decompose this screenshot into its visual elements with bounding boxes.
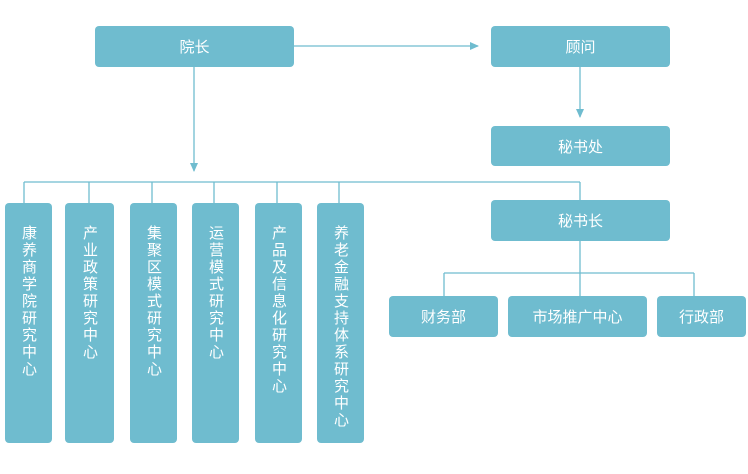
node-marketing-label: 市场推广中心	[532, 308, 623, 326]
research-center-4: 运营模式研究中心	[192, 203, 239, 443]
research-center-1-label: 康养商学院研究中心	[20, 225, 38, 378]
research-center-2-label: 产业政策研究中心	[81, 225, 99, 361]
node-advisor-label: 顾问	[565, 38, 596, 56]
research-center-5: 产品及信息化研究中心	[255, 203, 302, 443]
research-center-3-label: 集聚区模式研究中心	[145, 225, 163, 378]
research-center-6-label: 养老金融支持体系研究中心	[332, 225, 350, 429]
node-admin-label: 行政部	[678, 308, 724, 326]
node-admin: 行政部	[657, 296, 746, 337]
node-advisor: 顾问	[491, 26, 670, 67]
node-president: 院长	[95, 26, 294, 67]
node-secretary-general: 秘书长	[491, 200, 670, 241]
node-president-label: 院长	[179, 38, 210, 56]
research-center-2: 产业政策研究中心	[65, 203, 114, 443]
research-center-4-label: 运营模式研究中心	[207, 225, 225, 361]
node-secretariat: 秘书处	[491, 126, 670, 166]
node-finance-label: 财务部	[420, 308, 466, 326]
research-center-6: 养老金融支持体系研究中心	[317, 203, 364, 443]
research-center-1: 康养商学院研究中心	[5, 203, 52, 443]
node-finance: 财务部	[389, 296, 498, 337]
research-center-5-label: 产品及信息化研究中心	[270, 225, 288, 395]
node-secretary-general-label: 秘书长	[557, 212, 603, 230]
node-secretariat-label: 秘书处	[557, 137, 603, 156]
research-center-3: 集聚区模式研究中心	[130, 203, 177, 443]
node-marketing: 市场推广中心	[508, 296, 647, 337]
